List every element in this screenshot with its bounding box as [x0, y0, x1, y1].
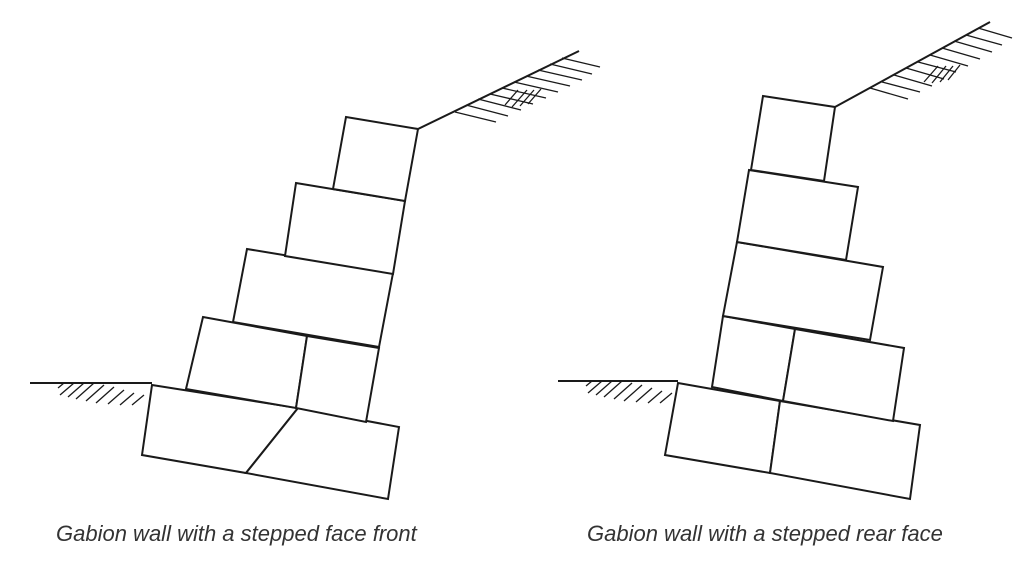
- lower-ground-right: [558, 380, 678, 404]
- row2-box-right-b: [781, 327, 906, 423]
- gabion-boxes-right: [663, 94, 922, 501]
- caption-stepped-face-front: Gabion wall with a stepped face front: [56, 521, 417, 546]
- row2-box-right-a: [710, 314, 797, 403]
- backfill-slope-left: [417, 50, 601, 130]
- row2-box-left-b: [294, 334, 381, 424]
- gabion-boxes-left: [140, 115, 420, 501]
- figure-stepped-rear-face: [558, 21, 1013, 501]
- top-box: [749, 94, 837, 183]
- caption-stepped-rear-face: Gabion wall with a stepped rear face: [587, 521, 943, 546]
- figure-stepped-face-front: [30, 50, 601, 501]
- top-box: [331, 115, 420, 203]
- backfill-slope-right: [834, 21, 1013, 108]
- base-box-right-b: [768, 399, 922, 501]
- lower-ground-left: [30, 382, 152, 406]
